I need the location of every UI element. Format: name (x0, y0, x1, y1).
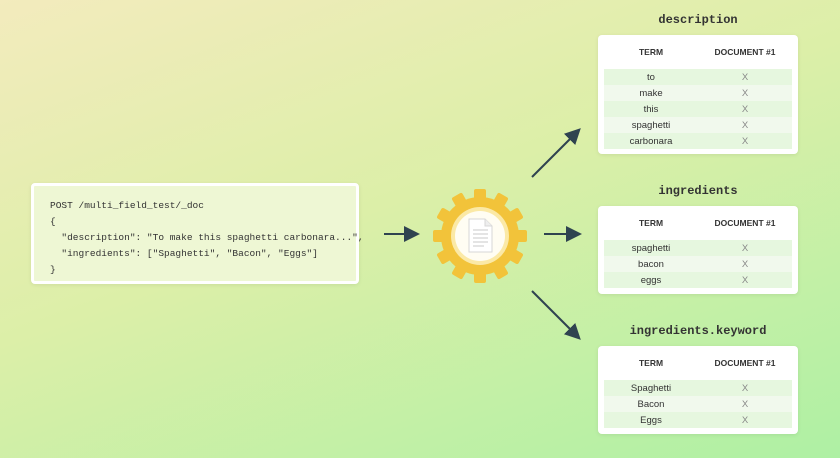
term-cell: spaghetti (631, 119, 671, 131)
code-line: "description": "To make this spaghetti c… (50, 232, 364, 243)
table-header: TERM DOCUMENT #1 (604, 35, 792, 69)
doc-mark-cell: X (741, 242, 749, 254)
doc-mark-cell: X (741, 135, 749, 147)
column-header-document: DOCUMENT #1 (714, 218, 776, 228)
doc-mark-cell: X (741, 103, 749, 115)
term-cell: Bacon (637, 398, 665, 410)
code-line: } (50, 264, 56, 275)
doc-mark-cell: X (741, 119, 749, 131)
doc-mark-cell: X (741, 87, 749, 99)
table-row: to X (604, 69, 792, 85)
arrow-to-description (531, 128, 581, 178)
request-code-block: POST /multi_field_test/_doc { "descripti… (31, 183, 364, 284)
table-row: make X (604, 85, 792, 101)
doc-mark-cell: X (741, 274, 749, 286)
doc-mark-cell: X (741, 258, 749, 270)
term-cell: to (647, 71, 655, 83)
column-header-term: TERM (638, 218, 664, 228)
column-header-document: DOCUMENT #1 (714, 47, 776, 57)
table-header: TERM DOCUMENT #1 (604, 346, 792, 380)
column-header-term: TERM (638, 47, 664, 57)
panel-title-ingredients: ingredients (658, 184, 738, 198)
term-cell: this (643, 103, 659, 115)
panel-title-description: description (658, 13, 738, 27)
table-row: spaghetti X (604, 117, 792, 133)
table-row: Eggs X (604, 412, 792, 428)
code-line: "ingredients": ["Spaghetti", "Bacon", "E… (50, 248, 318, 259)
document-icon (468, 218, 493, 253)
term-cell: make (639, 87, 663, 99)
panel-title-ingredients-keyword: ingredients.keyword (629, 324, 767, 338)
table-header: TERM DOCUMENT #1 (604, 206, 792, 240)
term-cell: spaghetti (631, 242, 671, 254)
term-cell: eggs (640, 274, 662, 286)
term-cell: Eggs (640, 414, 662, 426)
doc-mark-cell: X (741, 414, 749, 426)
code-line: POST /multi_field_test/_doc (50, 200, 204, 211)
doc-mark-cell: X (741, 71, 749, 83)
table-row: carbonara X (604, 133, 792, 149)
arrow-to-keyword (531, 290, 581, 340)
column-header-term: TERM (638, 358, 664, 368)
table-row: bacon X (604, 256, 792, 272)
term-cell: carbonara (629, 135, 673, 147)
table-row: Bacon X (604, 396, 792, 412)
table-row: Spaghetti X (604, 380, 792, 396)
term-cell: bacon (638, 258, 664, 270)
gear-document-icon (433, 189, 527, 283)
doc-mark-cell: X (741, 398, 749, 410)
table-row: eggs X (604, 272, 792, 288)
code-line: { (50, 216, 56, 227)
term-cell: Spaghetti (630, 382, 672, 394)
table-row: spaghetti X (604, 240, 792, 256)
table-row: this X (604, 101, 792, 117)
doc-mark-cell: X (741, 382, 749, 394)
column-header-document: DOCUMENT #1 (714, 358, 776, 368)
